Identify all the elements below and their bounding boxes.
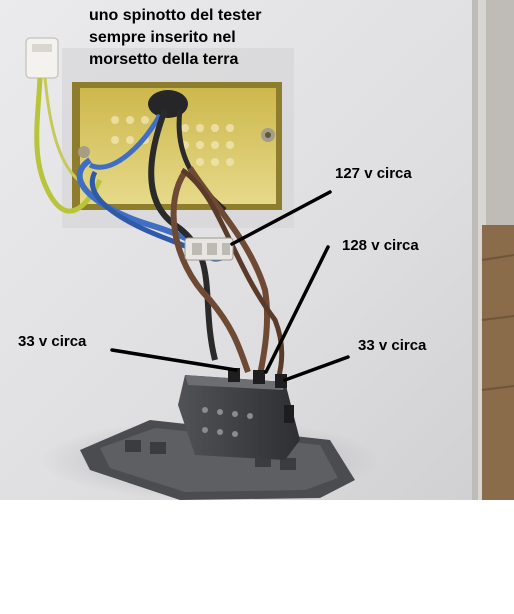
voltage-label-128: 128 v circa bbox=[342, 237, 419, 254]
ground-note: uno spinotto del tester sempre inserito … bbox=[89, 5, 261, 71]
wire-connector-icon bbox=[184, 237, 234, 261]
blank-area bbox=[0, 500, 514, 614]
junction-box-photo bbox=[0, 0, 514, 500]
pointer-128 bbox=[264, 245, 330, 374]
ground-note-line-1: uno spinotto del tester bbox=[89, 7, 262, 24]
annotation-lines bbox=[110, 190, 350, 382]
rj45-plug-icon bbox=[25, 37, 59, 79]
pointer-33-right bbox=[283, 355, 350, 382]
ground-wire bbox=[34, 77, 103, 214]
photo: uno spinotto del tester sempre inserito … bbox=[0, 0, 514, 500]
pointer-127 bbox=[230, 190, 332, 246]
switch-body bbox=[178, 368, 300, 460]
voltage-label-33-right: 33 v circa bbox=[358, 337, 427, 354]
voltage-label-127: 127 v circa bbox=[335, 165, 412, 182]
voltage-label-33-left: 33 v circa bbox=[18, 333, 87, 350]
pointer-33-left bbox=[110, 348, 238, 372]
ground-note-line-3: morsetto della terra bbox=[89, 51, 239, 68]
ground-note-line-2: sempre inserito nel bbox=[89, 29, 236, 46]
brown-wire bbox=[170, 170, 251, 374]
